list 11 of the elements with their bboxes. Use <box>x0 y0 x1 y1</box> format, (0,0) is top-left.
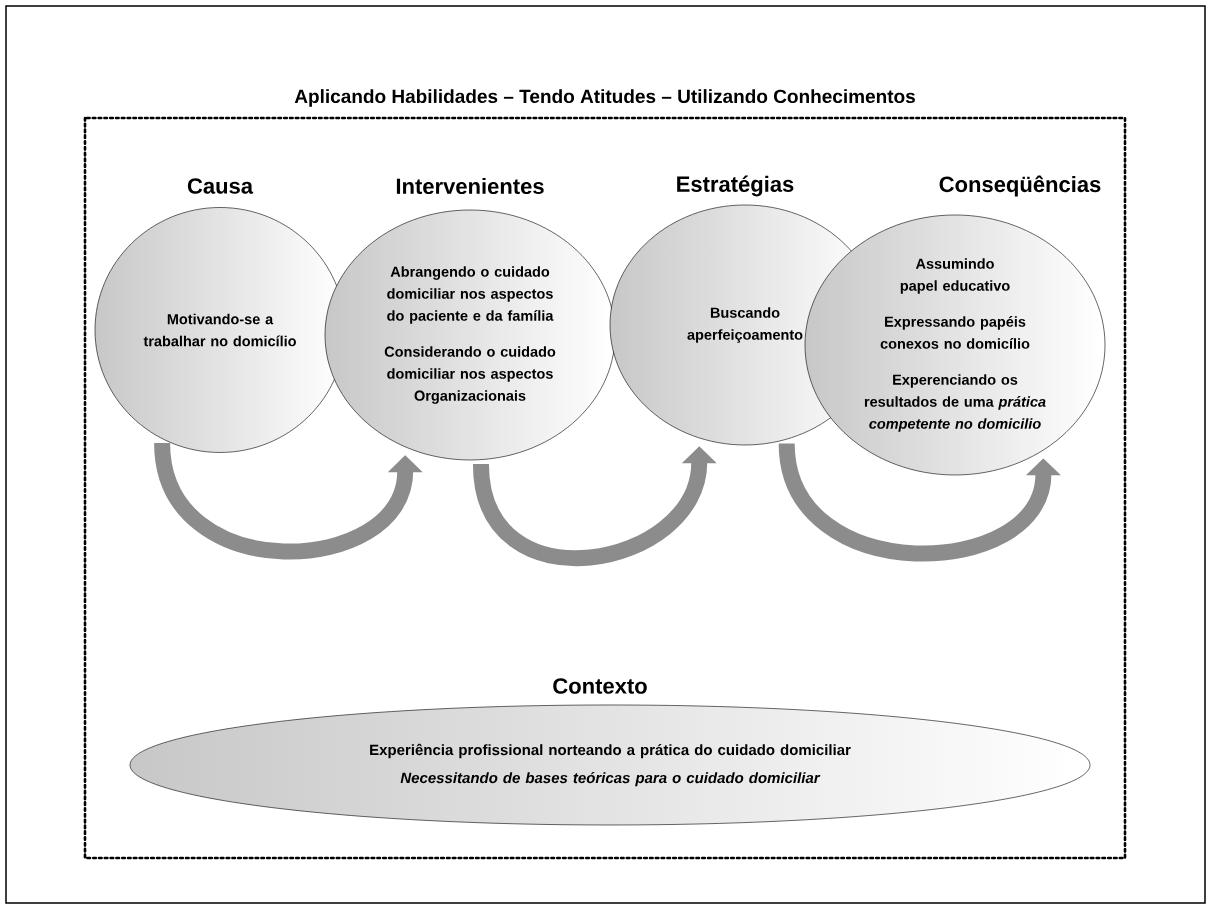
circle-heading: Causa <box>187 178 254 194</box>
circle-text: Experiência profissional norteando a prática do cuidado domiciliar Necessitando de bases teóricas para o cuidado domiciliar <box>370 743 851 787</box>
circle-text: Assumindo papel educativo Expressando papéis conexos no domicílio Experenciando os resultados de uma prática competente no domicilio <box>864 258 1046 432</box>
circle-text: Abrangendo o cuidado domiciliar nos aspectos do paciente e da família Considerando o cuidado domiciliar nos aspectos Organizacionais <box>384 266 556 404</box>
circle-text: Buscando aperfeiçoamento <box>687 307 803 343</box>
circle-heading: Conseqüências <box>939 175 1101 197</box>
circle-heading: Estratégias <box>677 175 794 197</box>
circle-heading: Intervenientes <box>396 177 544 195</box>
circle-text: Motivando-se a trabalhar no domicílio <box>143 313 296 347</box>
title: Aplicando Habilidades – Tendo Atitudes – Utilizando Conhecimentos <box>294 89 915 107</box>
circle-heading: Contexto <box>553 678 647 694</box>
